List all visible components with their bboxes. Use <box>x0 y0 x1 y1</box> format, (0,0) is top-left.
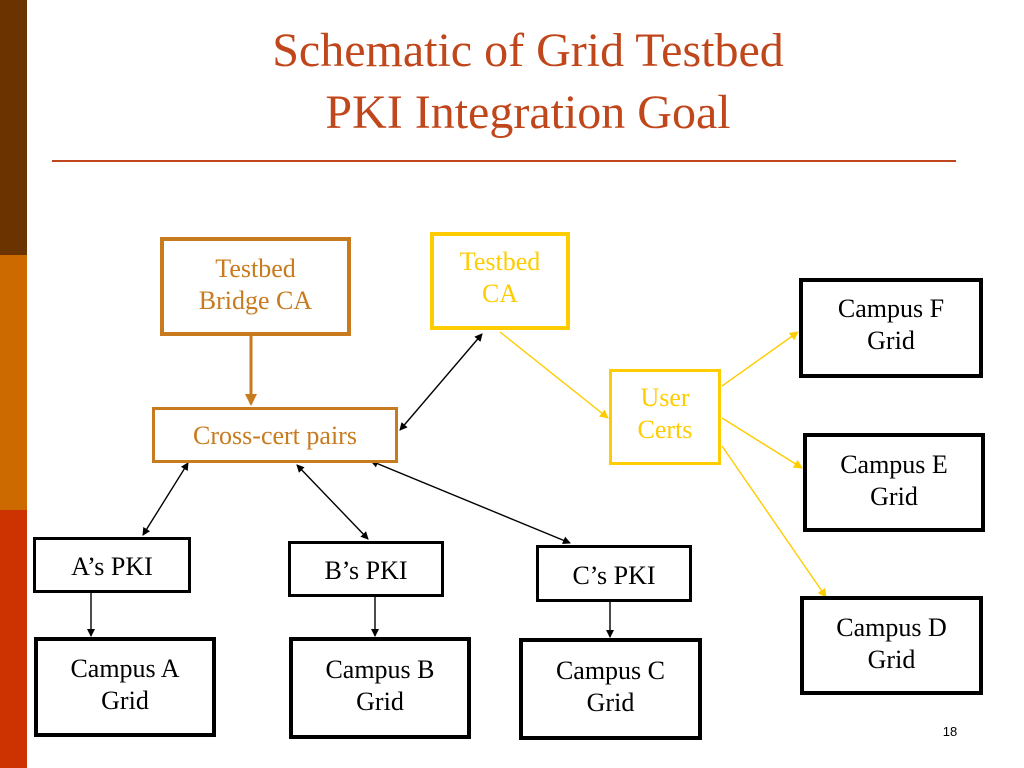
a-pki-box: A’s PKI <box>33 537 191 593</box>
testbed-ca-box: Testbed CA <box>430 232 570 330</box>
box-label: Grid <box>870 482 918 511</box>
title-line-2: PKI Integration Goal <box>325 86 731 139</box>
user-certs-box: User Certs <box>609 369 721 465</box>
box-label: Testbed <box>459 247 541 276</box>
box-label: B’s PKI <box>324 556 408 585</box>
box-label: C’s PKI <box>572 561 656 590</box>
box-label: Campus D <box>836 613 947 642</box>
box-label: Campus E <box>840 450 948 479</box>
sidebar-band-top <box>0 0 27 255</box>
edge-usercerts-to-campuse <box>721 417 803 469</box>
box-label: Grid <box>101 686 149 715</box>
box-label: Campus A <box>70 654 180 683</box>
title-line-1: Schematic of Grid Testbed <box>272 24 784 77</box>
box-label: Grid <box>867 326 915 355</box>
campus-c-grid-box: Campus C Grid <box>519 638 702 740</box>
edge-crosscert-cpki <box>370 459 571 545</box>
box-label: Grid <box>867 645 916 674</box>
box-label: User <box>640 383 690 412</box>
edge-crosscert-testbedca <box>399 333 483 431</box>
box-label: Testbed <box>215 254 296 283</box>
box-label: Grid <box>586 688 635 717</box>
box-label: Grid <box>356 687 404 716</box>
testbed-bridge-ca-box: Testbed Bridge CA <box>160 237 351 336</box>
cross-cert-pairs-box: Cross-cert pairs <box>152 407 398 463</box>
slide-title: Schematic of Grid Testbed PKI Integratio… <box>52 20 1004 144</box>
box-label: Campus C <box>555 656 666 685</box>
edge-testbedca-to-usercerts <box>499 331 609 419</box>
slide-number: 18 <box>942 724 958 739</box>
campus-f-grid-box: Campus F Grid <box>799 278 983 378</box>
sidebar-band-bottom <box>0 510 27 768</box>
box-label: Campus F <box>837 294 945 323</box>
edge-usercerts-to-campusd <box>721 445 827 598</box>
campus-d-grid-box: Campus D Grid <box>800 596 983 695</box>
box-label: CA <box>481 279 519 308</box>
campus-b-grid-box: Campus B Grid <box>289 637 471 739</box>
box-label: Campus B <box>325 655 435 684</box>
sidebar-band-middle <box>0 255 27 510</box>
box-label: Certs <box>637 415 693 444</box>
title-underline <box>52 160 956 162</box>
edge-usercerts-to-campusf <box>721 331 799 387</box>
box-label: A’s PKI <box>71 552 153 581</box>
campus-a-grid-box: Campus A Grid <box>34 637 216 737</box>
b-pki-box: B’s PKI <box>288 541 444 597</box>
edge-crosscert-bpki <box>296 464 369 540</box>
campus-e-grid-box: Campus E Grid <box>803 433 985 532</box>
box-label: Cross-cert pairs <box>193 421 357 450</box>
c-pki-box: C’s PKI <box>536 545 692 602</box>
edge-crosscert-apki <box>142 462 189 536</box>
box-label: Bridge CA <box>198 286 313 315</box>
